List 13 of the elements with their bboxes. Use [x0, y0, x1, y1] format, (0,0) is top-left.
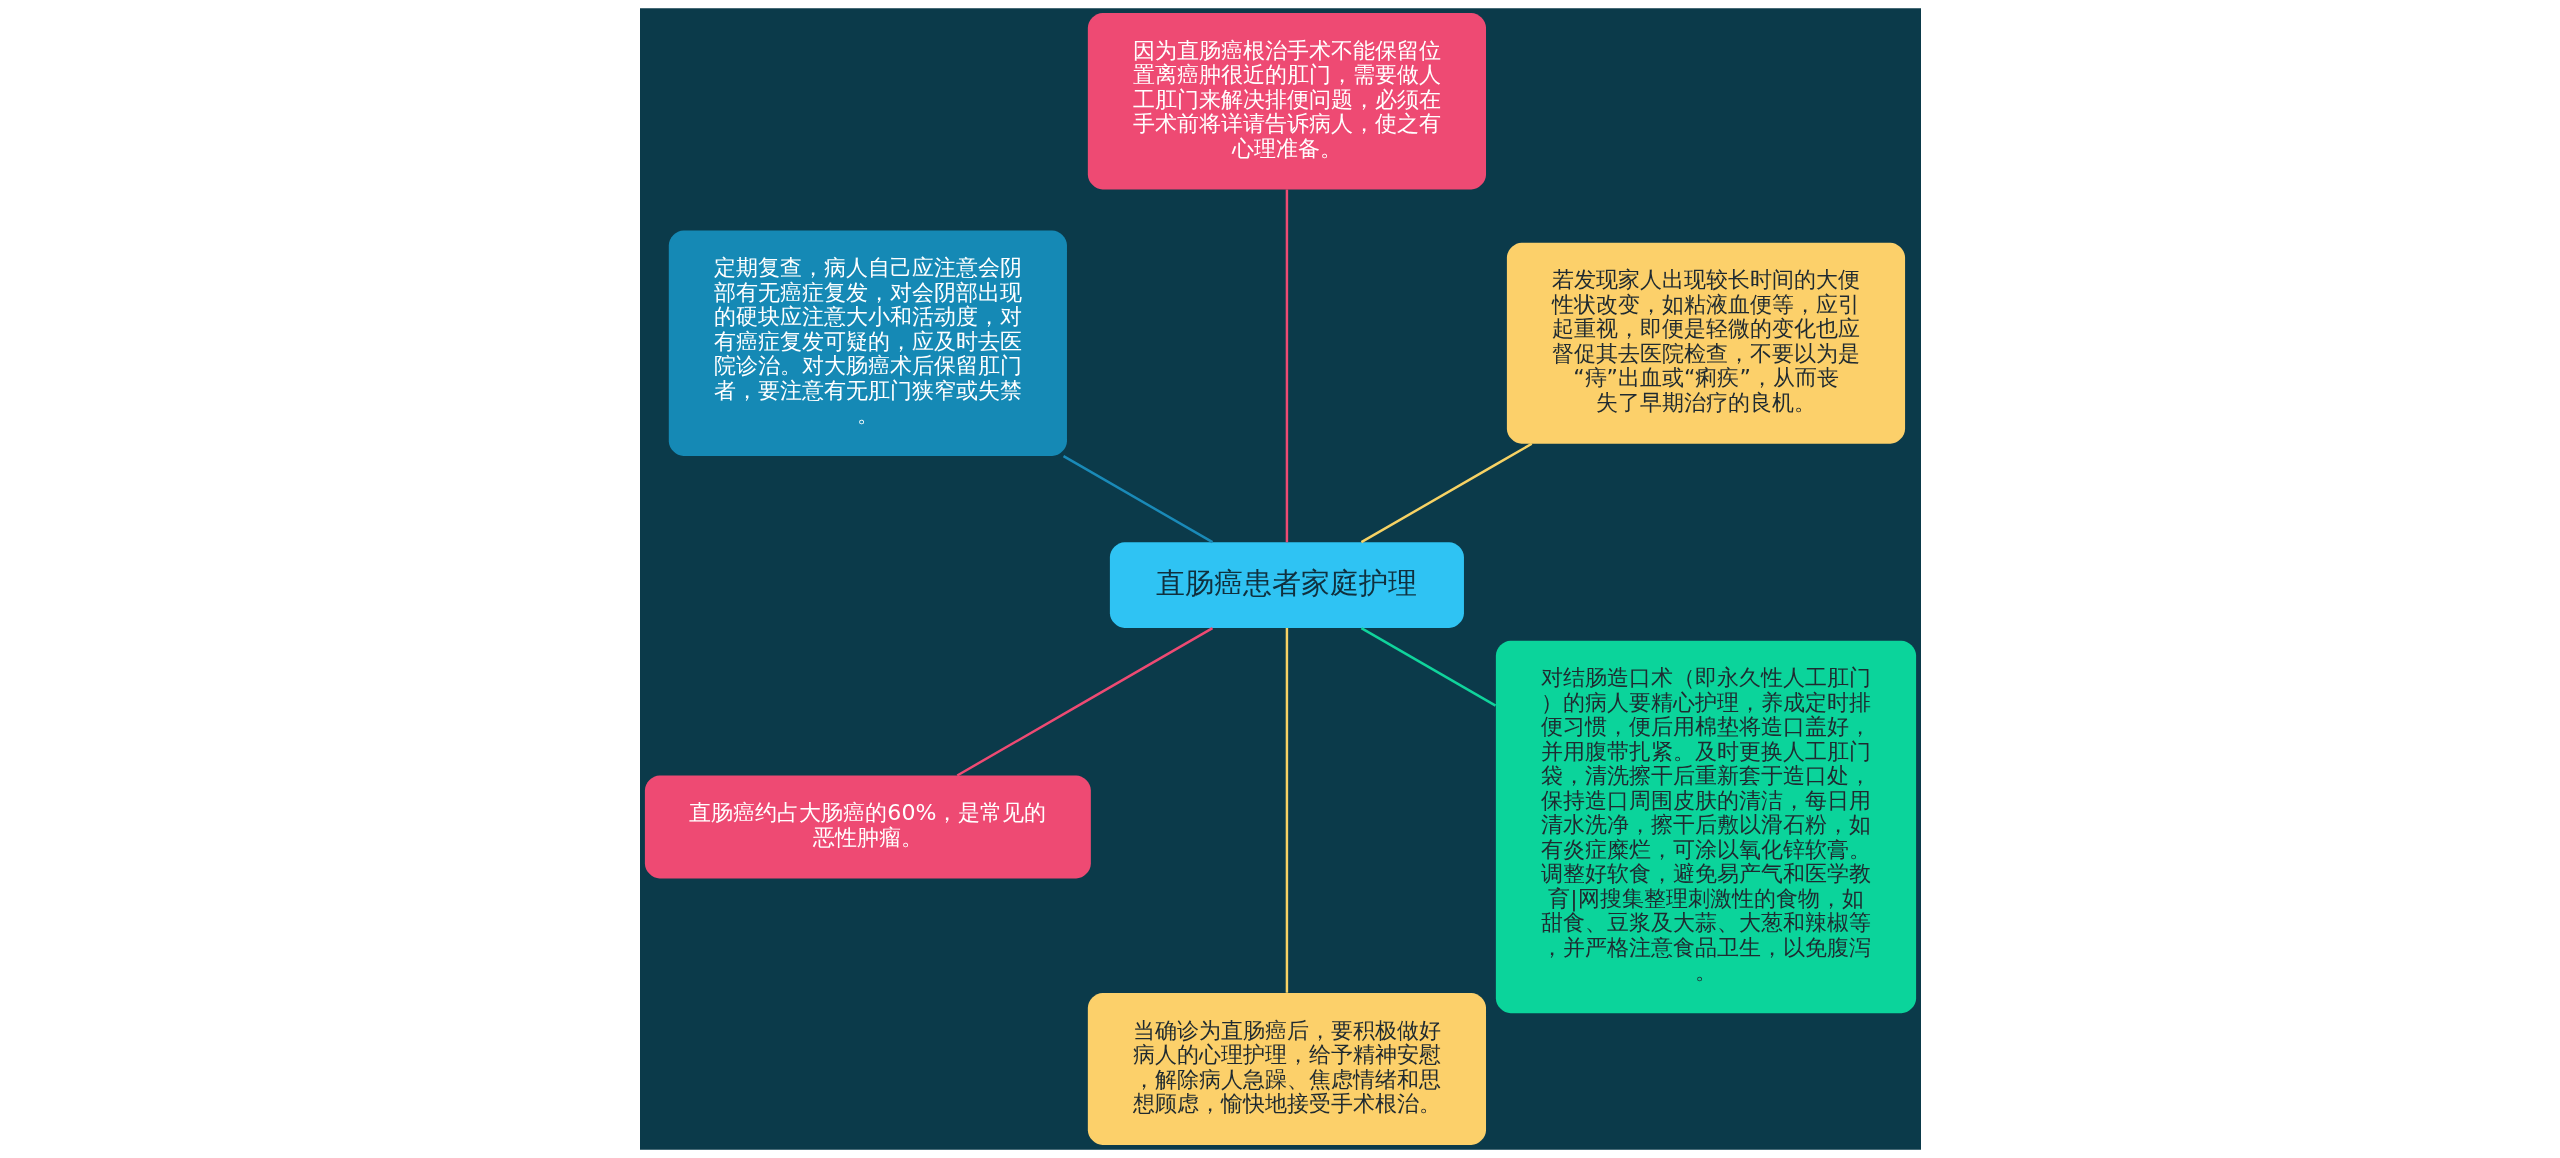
node-box: 若发现家人出现较长时间的大便性状改变，如粘液血便等，应引起重视，即便是轻微的变化也应督促其去医院检查，不要以为是“痔”出血或“痢疾”，从而丧失了早期治疗的良机。 — [1506, 242, 1905, 444]
node-box: 直肠癌患者家庭护理 — [1109, 542, 1464, 628]
connector — [1062, 455, 1213, 544]
node-box: 直肠癌约占大肠癌的60%，是常见的恶性肿瘤。 — [644, 775, 1091, 879]
connector — [1360, 627, 1496, 707]
node-box: 对结肠造口术（即永久性人工肛门）的病人要精心护理，养成定时排便习惯，便后用棉垫将造口盖好，并用腹带扎紧。及时更换人工肛门袋，清洗擦干后重新套于造口处，保持造口周围皮肤的清洁，每日用清水洗净，擦干后敷以滑石粉，如有炎症糜烂，可涂以氧化锌软膏。调整好软食，避免易产气和医学教育|网搜集整理刺激性的食物，如甜食、豆浆及大蒜、大葱和辣椒等，并严格注意食品卫生，以免腹泻。 — [1495, 640, 1916, 1014]
connector — [1360, 442, 1532, 544]
connector — [956, 627, 1213, 777]
connector — [1285, 628, 1288, 993]
connector — [1285, 189, 1288, 543]
node-box: 当确诊为直肠癌后，要积极做好病人的心理护理，给予精神安慰，解除病人急躁、焦虑情绪和思想顾虑，愉快地接受手术根治。 — [1087, 993, 1486, 1145]
node-box: 定期复查，病人自己应注意会阴部有无癌症复发，对会阴部出现的硬块应注意大小和活动度，对有癌症复发可疑的，应及时去医院诊治。对大肠癌术后保留肛门者，要注意有无肛门狭窄或失禁。 — [668, 230, 1067, 456]
node-box: 因为直肠癌根治手术不能保留位置离癌肿很近的肛门，需要做人工肛门来解决排便问题，必须在手术前将详请告诉病人，使之有心理准备。 — [1087, 13, 1486, 190]
